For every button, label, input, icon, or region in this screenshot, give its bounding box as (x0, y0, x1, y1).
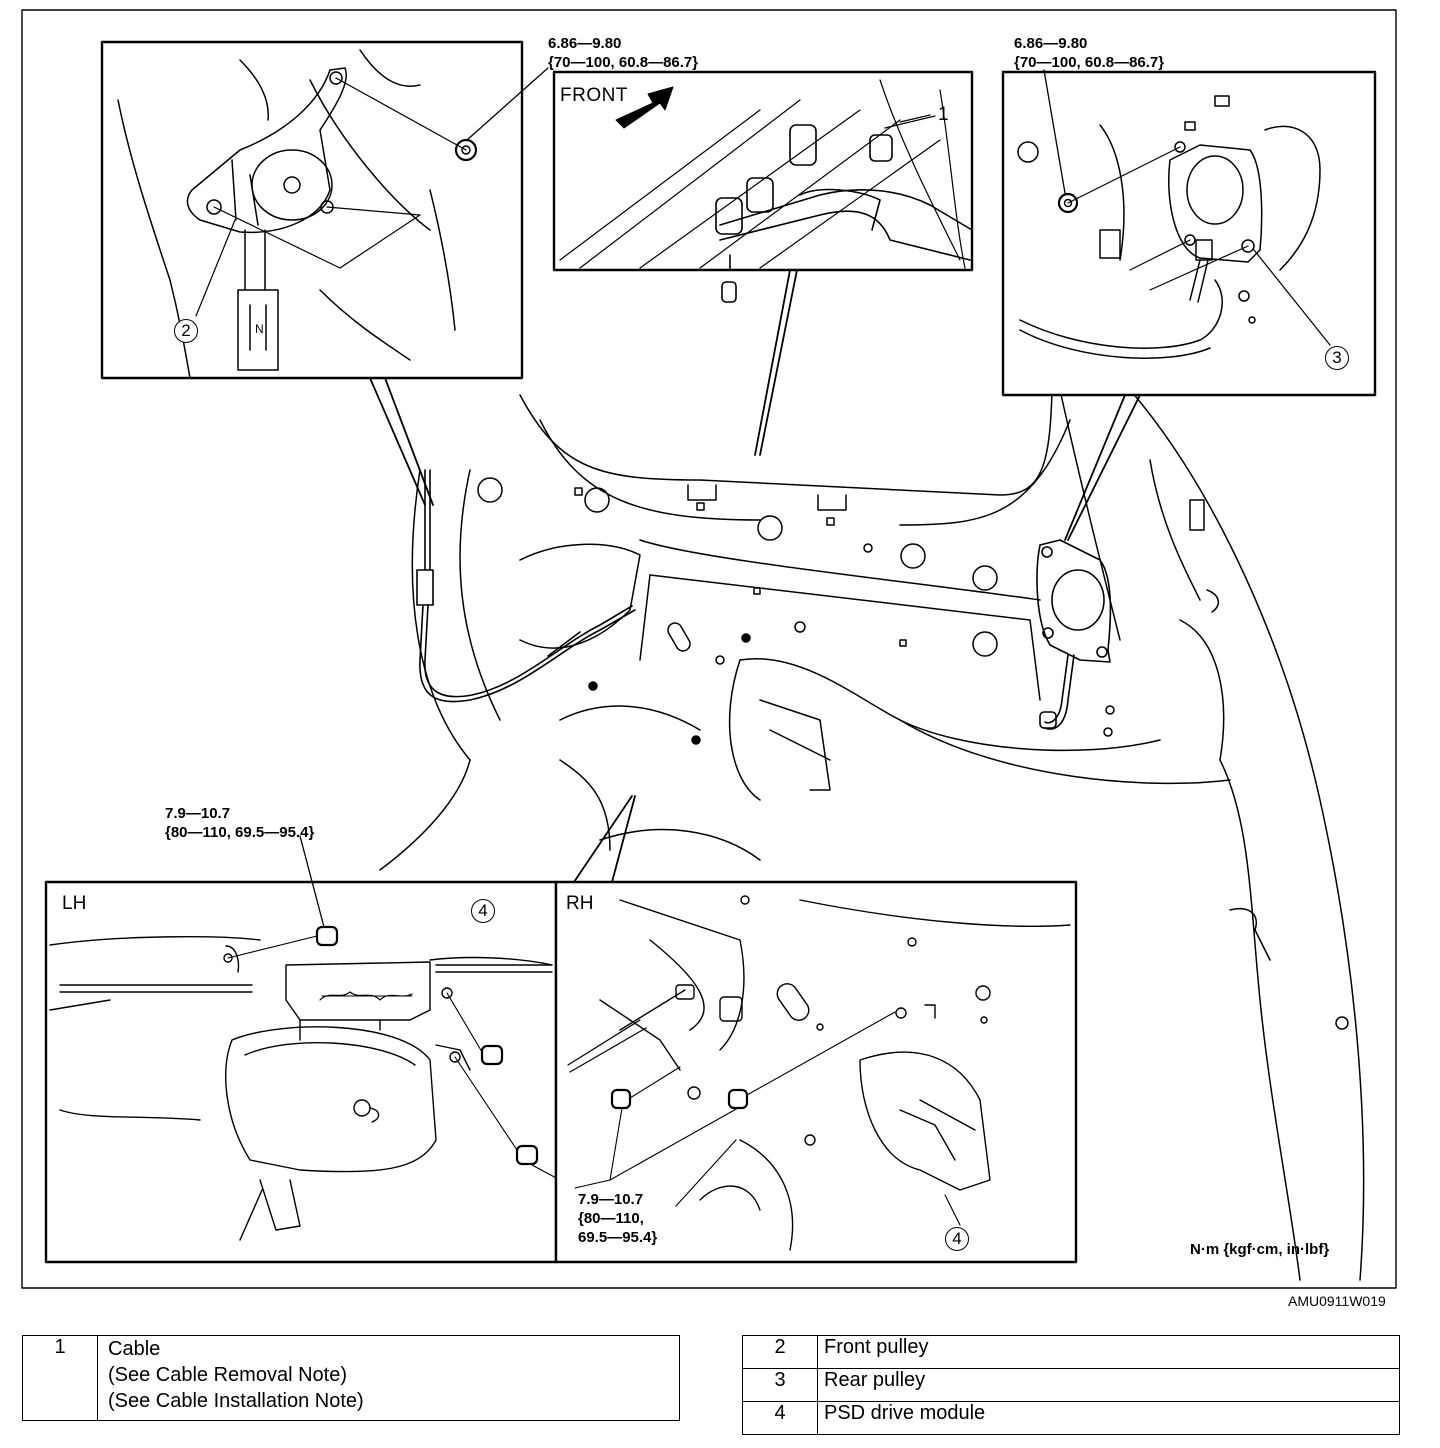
torque-label-rear-pulley: 6.86—9.80 {70—100, 60.8—86.7} (1014, 34, 1164, 72)
body-structure (379, 389, 1365, 1281)
torque-value: 7.9—10.7 (165, 805, 231, 822)
torque-label-front-pulley: 6.86—9.80 {70—100, 60.8—86.7} (548, 34, 698, 72)
torque-label-lh: 7.9—10.7 {80—110, 69.5—95.4} (165, 804, 314, 842)
figure-code: AMU0911W019 (1288, 1293, 1386, 1309)
legend-number: 3 (742, 1368, 818, 1402)
legend-row: 3 Rear pulley (742, 1368, 1400, 1402)
rear-pulley-main (1036, 539, 1112, 663)
callout-3: 3 (1325, 346, 1349, 370)
torque-value: 6.86—9.80 (1014, 35, 1088, 52)
leader-lines (369, 269, 1141, 883)
callout-2: 2 (174, 319, 198, 343)
legend-text: PSD drive module (817, 1401, 1400, 1435)
cable (416, 469, 1075, 730)
torque-value-alt2: 69.5—95.4} (578, 1229, 658, 1246)
svg-text:N: N (255, 322, 264, 336)
inset-front-pulley: N (100, 40, 549, 380)
inset-cable (552, 70, 974, 303)
legend-row: 4 PSD drive module (742, 1401, 1400, 1435)
callout-1: 1 (938, 104, 949, 125)
torque-value-alt: {80—110, (578, 1210, 644, 1227)
torque-value-alt: {70—100, 60.8—86.7} (548, 54, 699, 71)
legend-row: 2 Front pulley (742, 1335, 1400, 1369)
legend-number: 2 (742, 1335, 818, 1369)
legend-text-line: Cable (108, 1338, 161, 1360)
callout-4-lh: 4 (471, 899, 495, 923)
front-arrow-icon (615, 86, 674, 129)
panel-label-lh: LH (62, 893, 87, 914)
figure-frame (21, 9, 1397, 1289)
legend-text: Rear pulley (817, 1368, 1400, 1402)
legend-text-line: (See Cable Removal Note) (108, 1364, 347, 1386)
front-label: FRONT (560, 85, 628, 106)
legend-number: 4 (742, 1401, 818, 1435)
inset-lh-drive-module (44, 835, 576, 1264)
legend-table-left: 1 Cable (See Cable Removal Note) (See Ca… (22, 1335, 680, 1421)
panel-label-rh: RH (566, 893, 594, 914)
inset-rh-drive-module (554, 880, 1078, 1264)
legend-row: 1 Cable (See Cable Removal Note) (See Ca… (22, 1335, 680, 1421)
legend-table-right: 2 Front pulley 3 Rear pulley 4 PSD drive… (742, 1335, 1400, 1435)
torque-value-alt: {80—110, 69.5—95.4} (165, 824, 315, 841)
legend-text: Front pulley (817, 1335, 1400, 1369)
callout-4-rh: 4 (945, 1227, 969, 1251)
inset-rear-pulley (1001, 69, 1377, 397)
legend-number: 1 (22, 1335, 98, 1421)
torque-label-rh: 7.9—10.7 {80—110, 69.5—95.4} (578, 1190, 657, 1247)
units-note: N·m {kgf·cm, in·lbf} (1190, 1241, 1330, 1258)
torque-value: 7.9—10.7 (578, 1191, 644, 1208)
legend-text: Cable (See Cable Removal Note) (See Cabl… (97, 1335, 680, 1421)
torque-value: 6.86—9.80 (548, 35, 622, 52)
legend-text-line: (See Cable Installation Note) (108, 1390, 364, 1412)
torque-value-alt: {70—100, 60.8—86.7} (1014, 54, 1165, 71)
